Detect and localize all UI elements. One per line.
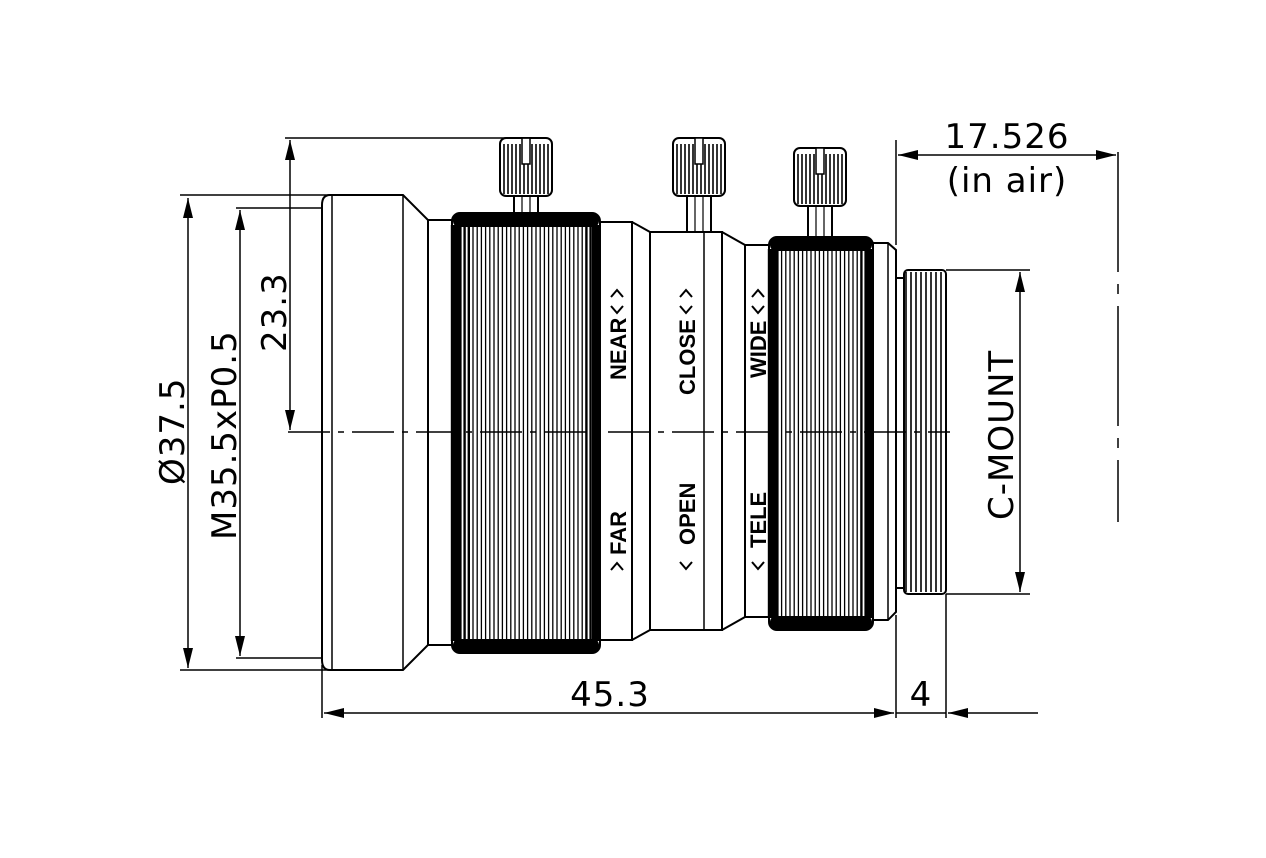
label-open: OPEN [675, 483, 700, 545]
zoom-label-band [744, 244, 770, 618]
dim-label-thread: M35.5xP0.5 [205, 330, 245, 540]
lock-screws [499, 137, 847, 238]
focus-ring [450, 212, 601, 654]
label-tele: TELE [746, 492, 771, 548]
label-wide: WIDE [746, 321, 771, 378]
zoom-lock-screw[interactable] [793, 147, 847, 238]
dim-label-17-526: 17.526 [945, 117, 1070, 157]
dimension-c-mount: C-MOUNT [946, 269, 1030, 595]
focus-label-band [599, 221, 633, 641]
dim-label-diameter: Ø37.5 [153, 378, 193, 485]
dimension-45-3: 45.3 [321, 615, 897, 718]
label-close: CLOSE [675, 319, 700, 395]
zoom-ring [767, 236, 874, 631]
focus-lock-screw[interactable] [499, 137, 553, 214]
label-near: NEAR [606, 318, 631, 380]
front-barrel [321, 194, 429, 671]
dimension-diameter: Ø37.5 [153, 194, 330, 671]
iris-lock-screw[interactable] [672, 137, 726, 233]
dim-label-c-mount: C-MOUNT [982, 350, 1022, 520]
dim-note-in-air: (in air) [947, 161, 1068, 201]
dim-label-23-3: 23.3 [255, 272, 295, 352]
ring-labels: NEAR FAR CLOSE OPEN WIDE TELE [606, 288, 771, 571]
label-far: FAR [606, 511, 631, 555]
dimension-thread: M35.5xP0.5 [205, 207, 322, 659]
dimension-17-526: 17.526 (in air) [895, 117, 1119, 522]
label-arrows [610, 288, 765, 571]
dimension-23-3: 23.3 [255, 137, 530, 430]
dimension-4: 4 [896, 594, 1038, 718]
dim-label-4: 4 [910, 675, 933, 715]
dim-label-45-3: 45.3 [570, 675, 650, 715]
